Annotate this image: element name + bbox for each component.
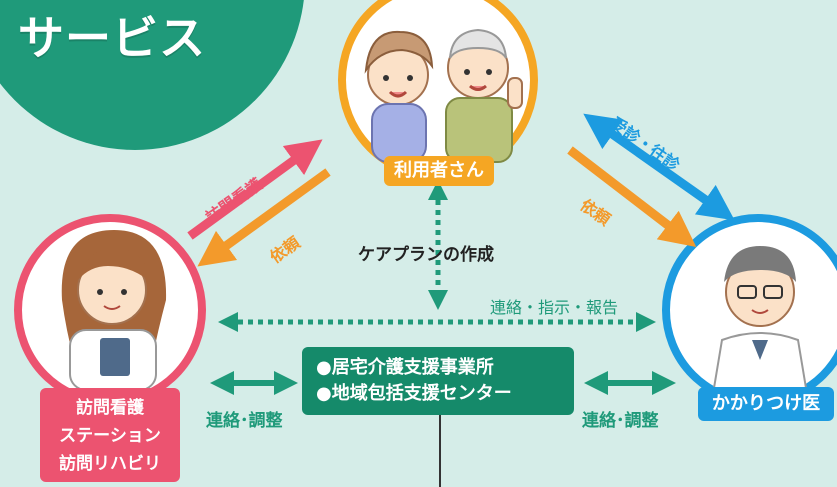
nurse-label-line-2: ステーション (59, 426, 161, 446)
care-center-line-1: ●居宅介護支援事業所 (316, 357, 494, 378)
user-label: 利用者さん (384, 156, 494, 186)
care-center-box: ●居宅介護支援事業所 ●地域包括支援センター (302, 347, 574, 415)
title-badge (0, 0, 304, 150)
page-title: サービス (18, 11, 206, 65)
doctor-label: かかりつけ医 (698, 387, 834, 421)
nurse-illustration (61, 230, 167, 391)
label-coord-right: 連絡･調整 (582, 411, 659, 431)
arrow-request-left (197, 168, 331, 267)
arrow-visit-nursing (187, 139, 323, 240)
doctor-illustration (710, 246, 810, 401)
label-coord-left: 連絡･調整 (206, 411, 283, 431)
arrow-consult-visit (583, 113, 735, 221)
nurse-label-line-1: 訪問看護 (76, 398, 144, 418)
label-care-plan: ケアプランの作成 (358, 245, 494, 265)
nurse-label-line-3: 訪問リハビリ (59, 454, 161, 474)
label-liaison: 連絡・指示・報告 (490, 298, 619, 317)
nurse-label: 訪問看護 ステーション 訪問リハビリ (40, 388, 180, 482)
care-center-line-2: ●地域包括支援センター (316, 383, 512, 404)
arrow-request-right (567, 146, 697, 247)
elderly-couple-illustration (364, 28, 523, 163)
